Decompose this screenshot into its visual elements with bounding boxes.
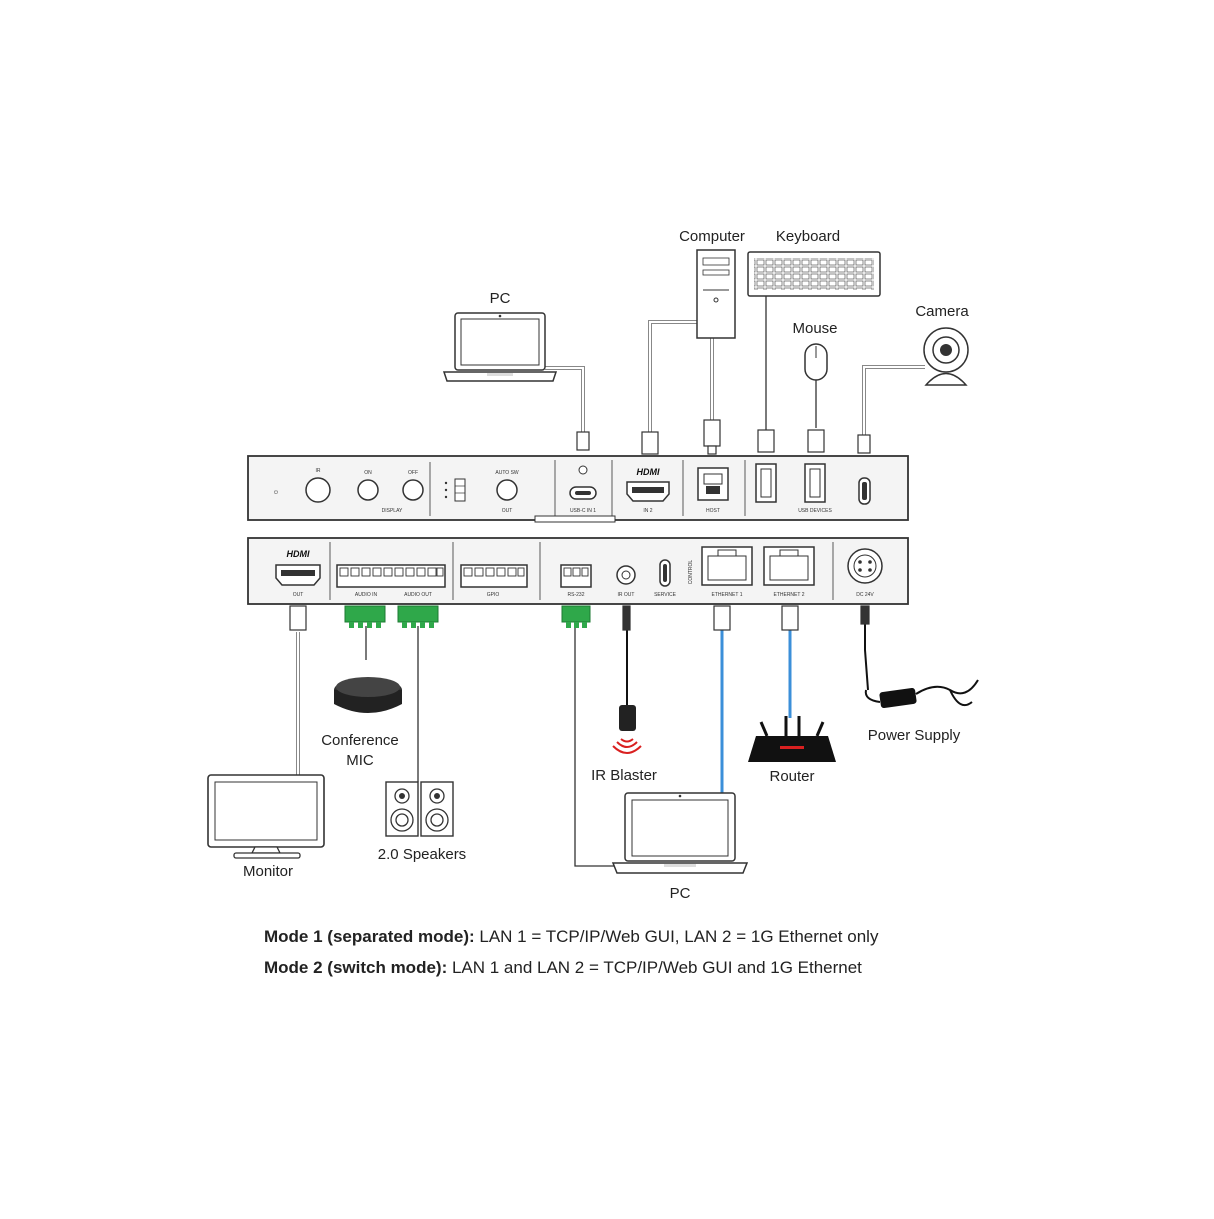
- pc-bottom-label: PC: [670, 885, 691, 902]
- speakers-label: 2.0 Speakers: [378, 846, 466, 863]
- mode-1-text: LAN 1 = TCP/IP/Web GUI, LAN 2 = 1G Ether…: [474, 927, 879, 946]
- cable-camera-usbc: [862, 365, 925, 435]
- display-on-button: [357, 479, 379, 501]
- mouse-label: Mouse: [792, 320, 837, 337]
- green-terminal-plugs: [344, 605, 591, 628]
- mode-1-note: Mode 1 (separated mode): LAN 1 = TCP/IP/…: [264, 927, 878, 947]
- speakers: 2.0 Speakers: [378, 781, 466, 863]
- conference-mic-label-2: MIC: [346, 752, 374, 769]
- hdmi-logo-front: HDMI: [637, 467, 660, 477]
- conference-mic: Conference MIC: [321, 677, 402, 769]
- router: Router: [748, 716, 836, 785]
- cable-computer-hdmi: [648, 320, 697, 432]
- audio-out-label: AUDIO OUT: [404, 592, 432, 598]
- pc-bottom-laptop: PC: [611, 792, 749, 902]
- hdmi-out-label: OUT: [293, 592, 304, 598]
- rear-panel: HDMI OUT AUDIO IN AUDIO OUT GPIO RS-232: [247, 537, 909, 605]
- monitor-label: Monitor: [243, 863, 293, 880]
- cable-dc-power: [864, 612, 869, 691]
- mode-1-title: Mode 1 (separated mode):: [264, 927, 475, 946]
- cables: [296, 295, 925, 867]
- rear-plugs: [289, 605, 870, 631]
- service-label: SERVICE: [654, 592, 677, 598]
- keyboard-label: Keyboard: [776, 228, 840, 245]
- usb-host-label: HOST: [706, 508, 720, 514]
- control-label: CONTROL: [688, 560, 694, 585]
- top-plugs: [576, 419, 871, 455]
- display-off-button: [402, 479, 424, 501]
- ethernet2-label: ETHERNET 2: [773, 592, 804, 598]
- front-panel: ⏻ IR ON OFF DISPLAY AUTO SW OUT USB-C IN…: [247, 455, 909, 523]
- hdmi-in2-label: IN 2: [643, 508, 652, 514]
- computer-tower: Computer: [679, 228, 745, 339]
- auto-switch-button: [496, 479, 518, 501]
- pc-top-label: PC: [490, 290, 511, 307]
- camera-label: Camera: [915, 303, 969, 320]
- usb-devices-label: USB DEVICES: [798, 508, 832, 514]
- computer-label: Computer: [679, 228, 745, 245]
- usbc-in1-label: USB-C IN 1: [570, 508, 596, 514]
- ir-blaster-label: IR Blaster: [591, 767, 657, 784]
- mouse: Mouse: [792, 320, 838, 381]
- ir-button: [305, 477, 331, 503]
- audio-in-label: AUDIO IN: [355, 592, 378, 598]
- ethernet1-label: ETHERNET 1: [711, 592, 742, 598]
- gpio-label: GPIO: [487, 592, 500, 598]
- display-off-label: OFF: [408, 470, 418, 476]
- ir-blaster: IR Blaster: [591, 705, 657, 784]
- mode-2-text: LAN 1 and LAN 2 = TCP/IP/Web GUI and 1G …: [447, 958, 862, 977]
- webcam: Camera: [915, 303, 969, 386]
- led-indicators: [454, 478, 466, 502]
- mode-2-note: Mode 2 (switch mode): LAN 1 and LAN 2 = …: [264, 958, 862, 978]
- power-supply: Power Supply: [864, 679, 979, 744]
- ir-out-label: IR OUT: [618, 592, 635, 598]
- mode-2-title: Mode 2 (switch mode):: [264, 958, 448, 977]
- router-label: Router: [769, 768, 814, 785]
- monitor: Monitor: [207, 774, 325, 880]
- ir-button-label: IR: [316, 468, 321, 474]
- hdmi-logo-rear: HDMI: [287, 549, 310, 559]
- auto-switch-out-label: OUT: [502, 508, 513, 514]
- dc24v-label: DC 24V: [856, 592, 874, 598]
- display-on-label: ON: [364, 470, 372, 476]
- auto-switch-label: AUTO SW: [495, 470, 519, 476]
- power-icon: ⏻: [274, 490, 278, 496]
- power-supply-label: Power Supply: [868, 727, 961, 744]
- rs232-label: RS-232: [568, 592, 585, 598]
- pc-top-laptop: PC: [442, 290, 558, 382]
- keyboard: Keyboard: [747, 228, 881, 297]
- display-group-label: DISPLAY: [382, 508, 403, 514]
- cable-rs232-pc: [574, 626, 620, 867]
- conference-mic-label-1: Conference: [321, 732, 399, 749]
